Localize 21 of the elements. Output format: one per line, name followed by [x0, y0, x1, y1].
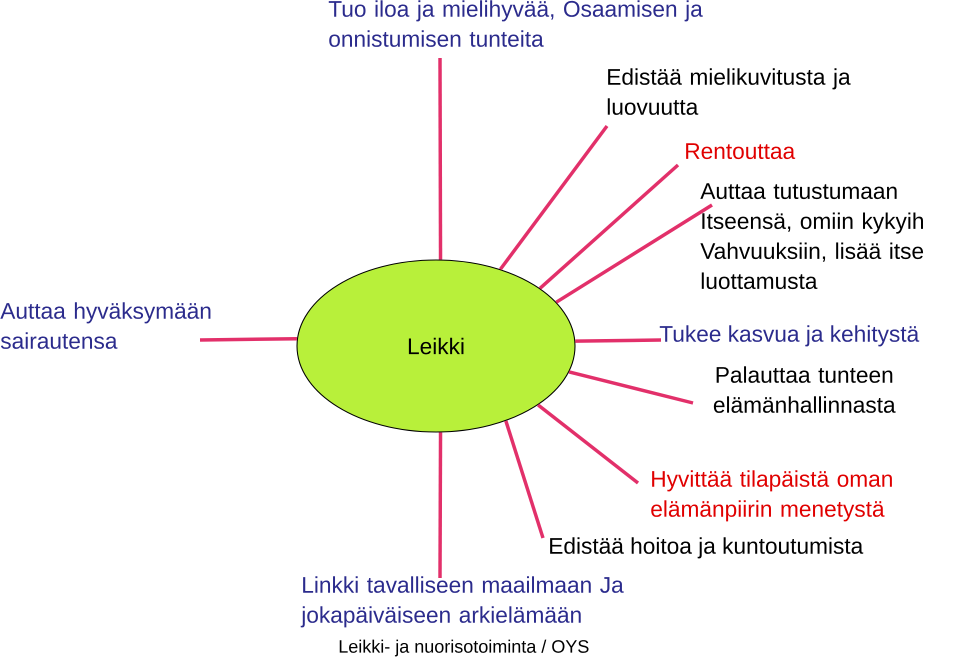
- spoke-label: Auttaa hyväksymään sairautensa: [0, 302, 210, 349]
- spoke-line: [438, 58, 442, 260]
- spoke-label: Edistää mielikuvitusta ja luovuutta: [608, 68, 851, 115]
- spoke-label: Tukee kasvua ja kehitystä: [660, 325, 920, 346]
- spoke-label: Linkki tavalliseen maailmaan Ja jokapäiväiseen arkielämään: [300, 576, 624, 628]
- spoke-label: Hyvittää tilapäistä oman elämänpiirin menetystä: [651, 470, 892, 522]
- spoke-label: Rentouttaa: [686, 143, 796, 160]
- spoke-line: [555, 204, 713, 304]
- spoke-line: [537, 404, 640, 484]
- spoke-line: [499, 124, 608, 270]
- spoke-line: [504, 420, 545, 539]
- spoke-line: [200, 336, 297, 342]
- spoke-line: [538, 164, 680, 290]
- spoke-label: Palauttaa tunteen elämänhallinnasta: [714, 366, 896, 413]
- footer-text: Leikki- ja nuorisotoiminta / OYS: [340, 640, 589, 656]
- spoke-label: Tuo iloa ja mielihyvää, Osaamisen ja onnistumisen tunteita: [328, 0, 703, 47]
- spoke-label: Edistää hoitoa ja kuntoutumista: [550, 537, 864, 558]
- spoke-label: Auttaa tutustumaan Itseensä, omiin kykyih Vahvuuksiin, lisää itse luottamusta: [700, 183, 924, 290]
- spoke-line: [438, 432, 442, 578]
- spoke-line: [568, 370, 694, 405]
- spoke-line: [575, 338, 662, 343]
